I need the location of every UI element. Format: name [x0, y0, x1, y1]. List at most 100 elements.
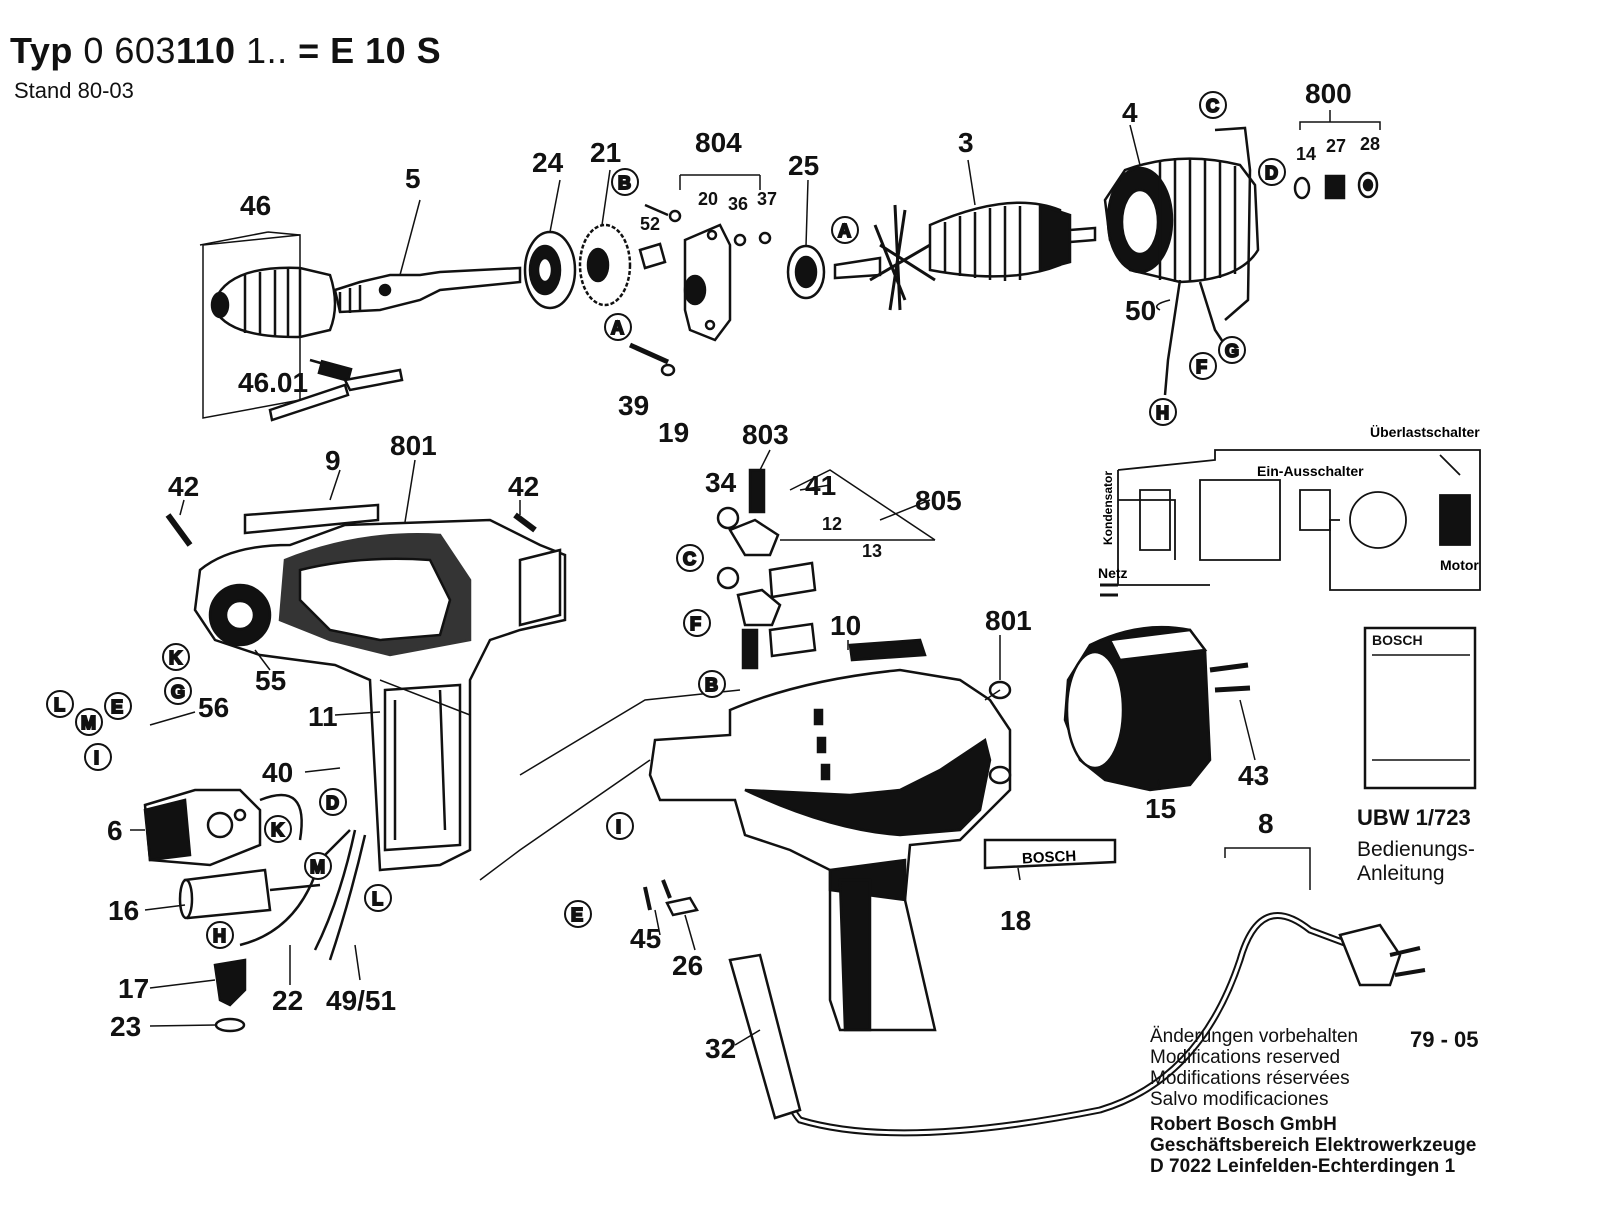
capacitor-label: Kondensator [1101, 471, 1115, 545]
part-label-19: 19 [658, 417, 689, 448]
svg-text:G: G [1225, 341, 1239, 361]
part-label-45: 45 [630, 923, 661, 954]
part-label-15: 15 [1145, 793, 1176, 824]
part-label-14: 14 [1296, 144, 1316, 164]
part-label-39: 39 [618, 390, 649, 421]
svg-text:B: B [618, 173, 631, 193]
part-label-12: 12 [822, 514, 842, 534]
connector-k-wire: K [264, 815, 292, 843]
connector-d-housing: D [319, 788, 347, 816]
part-label-42-right: 42 [508, 471, 539, 502]
schematic-labels: Überlastschalter Ein-Ausschalter Kondens… [1098, 424, 1480, 581]
part-label-801-rear: 801 [985, 605, 1032, 636]
part-label-56: 56 [198, 692, 229, 723]
power-cord-8 [728, 847, 1426, 1137]
part-label-50: 50 [1125, 295, 1156, 326]
part-label-55: 55 [255, 665, 286, 696]
connector-d-field: D [1258, 158, 1286, 186]
wire-k [259, 793, 303, 841]
bearing-24 [523, 230, 577, 310]
capacitor-16 [178, 868, 321, 920]
bearing-25 [786, 244, 826, 300]
part-label-36: 36 [728, 194, 748, 214]
stand-date: Stand 80-03 [14, 78, 134, 103]
part-label-803: 803 [742, 419, 789, 450]
svg-text:G: G [171, 682, 185, 702]
bearing-block-804 [638, 203, 772, 342]
overload-switch-label: Überlastschalter [1370, 424, 1480, 440]
typ-number-bold: 110 [175, 30, 236, 71]
chuck-46 [210, 266, 337, 339]
connector-i-cord: I [606, 812, 634, 840]
manual-code: UBW 1/723 [1357, 805, 1471, 830]
svg-text:H: H [213, 926, 226, 946]
part-label-5: 5 [405, 163, 421, 194]
screw-42-right [513, 512, 537, 533]
svg-text:C: C [1206, 96, 1219, 116]
part-label-26: 26 [672, 950, 703, 981]
connector-f-field: F [1189, 352, 1217, 380]
strain-relief-17 [213, 958, 247, 1033]
part-label-46-01: 46.01 [238, 367, 308, 398]
manual-title-line2: Anleitung [1357, 862, 1445, 885]
connector-e-cord: E [564, 900, 592, 928]
armature-3 [833, 201, 1097, 311]
on-off-switch-label: Ein-Ausschalter [1257, 463, 1364, 479]
svg-text:M: M [81, 713, 96, 733]
brush-holders-803 [716, 468, 936, 670]
type-title: Typ 0 603110 1.. = E 10 S [10, 30, 441, 72]
typ-suffix: 1.. [246, 30, 288, 71]
part-label-8: 8 [1258, 808, 1274, 839]
part-label-13: 13 [862, 541, 882, 561]
part-label-11: 11 [308, 701, 338, 732]
manual-booklet [1363, 626, 1477, 790]
part-label-49-51: 49/51 [326, 985, 396, 1016]
gear-housing-assembly [648, 638, 1012, 1032]
wire-49-51 [313, 829, 367, 961]
nameplate-18 [983, 838, 1117, 870]
part-label-43: 43 [1238, 760, 1269, 791]
connector-h-strain: H [206, 921, 234, 949]
part-label-9: 9 [325, 445, 341, 476]
connector-g-field: G [1218, 336, 1246, 364]
company-address: D 7022 Leinfelden-Echterdingen 1 [1150, 1156, 1456, 1177]
gear-21 [578, 223, 632, 307]
part-label-40: 40 [262, 757, 293, 788]
part-label-37: 37 [757, 189, 777, 209]
svg-text:K: K [169, 648, 182, 668]
part-label-46: 46 [240, 190, 271, 221]
connector-e-switch: E [104, 692, 132, 720]
part-label-25: 25 [788, 150, 819, 181]
part-label-27: 27 [1326, 136, 1346, 156]
connector-k-switch: K [162, 643, 190, 671]
chuck-key-46-01 [268, 358, 404, 422]
svg-text:A: A [611, 318, 624, 338]
connector-c-brush: C [676, 544, 704, 572]
svg-text:E: E [571, 905, 583, 925]
part-label-32: 32 [705, 1033, 736, 1064]
connector-h-field: H [1149, 398, 1177, 426]
connector-m-wire: M [304, 852, 332, 880]
part-label-23: 23 [110, 1011, 141, 1042]
typ-number-thin: 0 603 [83, 30, 176, 71]
svg-text:L: L [372, 889, 383, 909]
svg-text:F: F [1196, 357, 1207, 377]
connector-a-bearing: A [831, 216, 859, 244]
svg-text:D: D [326, 793, 339, 813]
part-label-24: 24 [532, 147, 564, 178]
connector-c-field: C [1199, 91, 1227, 119]
part-number-labels: 46 5 24 21 804 25 3 4 800 52 20 36 37 14… [107, 78, 1380, 1064]
svg-text:K: K [271, 820, 284, 840]
part-label-28: 28 [1360, 134, 1380, 154]
drawing-artwork [130, 110, 1481, 1137]
part-label-21: 21 [590, 137, 621, 168]
notice-fr: Modifications réservées [1150, 1068, 1350, 1089]
svg-text:L: L [54, 695, 65, 715]
motor-housing-15 [1063, 625, 1251, 792]
connector-b-top: B [611, 168, 639, 196]
model-name: = E 10 S [298, 30, 442, 71]
mains-label: Netz [1098, 565, 1128, 581]
part-label-18: 18 [1000, 905, 1031, 936]
